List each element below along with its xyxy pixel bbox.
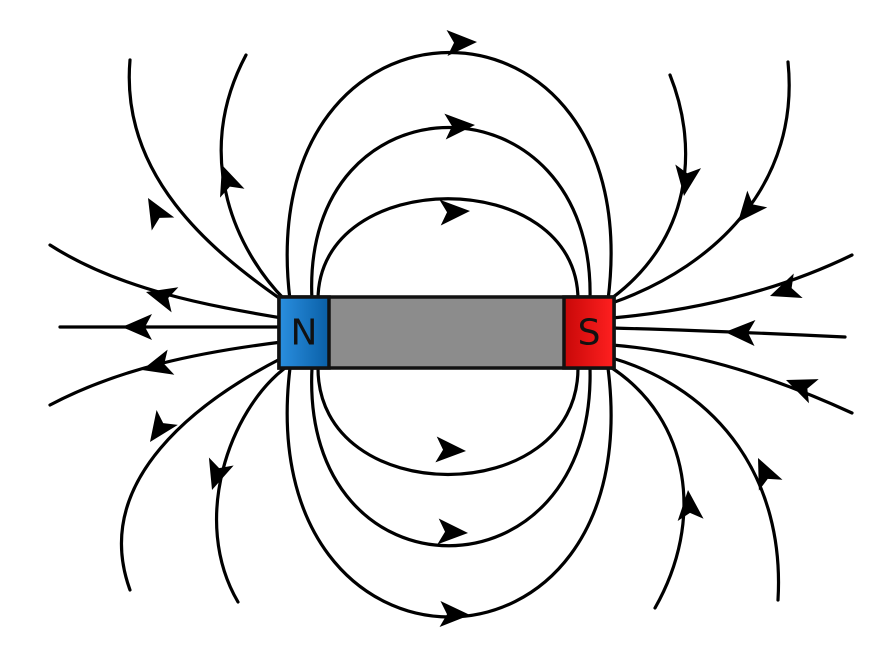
arrow-right-upper-1 bbox=[675, 164, 702, 196]
field-line-right-2 bbox=[610, 343, 854, 415]
arrow-top-inner bbox=[439, 199, 470, 226]
arrow-bottom-outer bbox=[439, 600, 470, 627]
field-line-left-lower-1 bbox=[119, 356, 284, 592]
field-line-right-1 bbox=[610, 253, 854, 320]
field-line-left-upper-2 bbox=[219, 53, 287, 302]
bar-magnet: N S bbox=[277, 295, 616, 370]
field-line-right-upper-1 bbox=[610, 73, 688, 300]
field-line-bottom-inner bbox=[316, 366, 580, 477]
north-pole bbox=[277, 295, 331, 370]
arrow-left-upper-1 bbox=[148, 198, 175, 231]
field-line-top-inner bbox=[316, 197, 580, 302]
arrow-right-2 bbox=[786, 379, 819, 404]
field-line-bottom-middle bbox=[310, 366, 592, 548]
arrow-right-upper-2 bbox=[738, 190, 768, 222]
field-line-left-upper-1 bbox=[127, 58, 284, 302]
field-line-top-middle bbox=[310, 125, 592, 302]
arrow-left-1 bbox=[146, 287, 179, 313]
south-pole-label: S bbox=[578, 313, 601, 354]
arrow-bottom-inner bbox=[435, 436, 466, 463]
arrow-top-middle bbox=[444, 113, 475, 140]
arrow-right-lower-2 bbox=[677, 490, 704, 522]
arrow-right-axis bbox=[725, 320, 756, 347]
arrow-top-outer bbox=[446, 30, 477, 57]
arrow-left-axis bbox=[122, 314, 152, 340]
field-direction-arrows bbox=[122, 30, 819, 627]
arrow-right-1 bbox=[770, 273, 803, 298]
arrow-left-lower-1 bbox=[150, 409, 178, 442]
north-pole-label: N bbox=[291, 313, 318, 354]
arrow-right-lower-1 bbox=[758, 458, 783, 491]
field-line-right-lower-2 bbox=[610, 366, 686, 610]
arrow-left-lower-2 bbox=[208, 457, 234, 490]
arrow-left-2 bbox=[142, 349, 175, 375]
magnet-body bbox=[277, 295, 616, 370]
field-line-left-lower-2 bbox=[215, 366, 287, 604]
field-line-right-lower-1 bbox=[610, 356, 781, 602]
arrow-bottom-middle bbox=[437, 518, 468, 545]
field-line-top-outer bbox=[285, 51, 613, 302]
field-line-bottom-outer bbox=[285, 366, 613, 619]
south-pole bbox=[562, 295, 616, 370]
arrow-left-upper-2 bbox=[220, 165, 245, 198]
field-line-right-upper-2 bbox=[610, 60, 791, 305]
